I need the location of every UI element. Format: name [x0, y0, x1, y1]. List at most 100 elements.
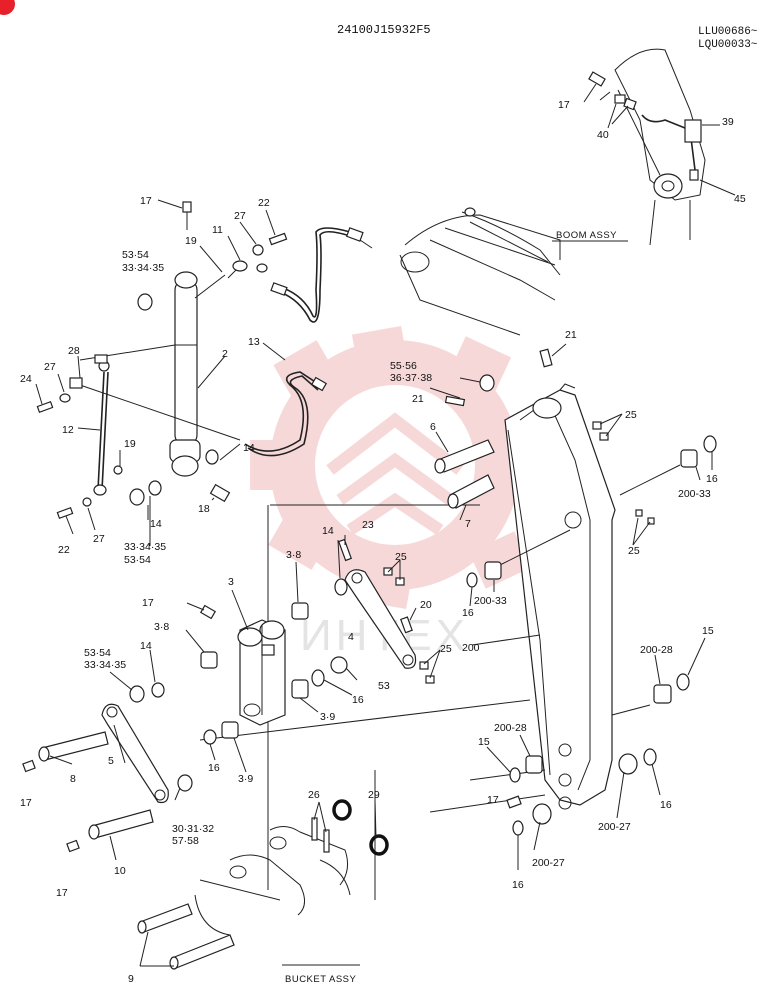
bushing-3-8-b	[200, 651, 218, 669]
callout: 39	[722, 116, 734, 128]
callout: 16	[512, 879, 524, 891]
callout: 30·31·32	[172, 823, 214, 835]
small-parts-11-27-22	[227, 232, 288, 279]
callout: 53·54	[122, 249, 149, 261]
callout: 14	[243, 442, 255, 454]
bushing-3-9-a	[291, 679, 309, 699]
pin-200-27-b	[532, 803, 552, 825]
bushing-200-33-b	[484, 561, 502, 580]
nut-25-d	[647, 517, 655, 525]
callout: 17	[142, 597, 154, 609]
callout: 22	[58, 544, 70, 556]
callout: 14	[150, 518, 162, 530]
o-ring-29	[332, 799, 389, 856]
callout: 3·8	[286, 549, 301, 561]
bushing-200-28-b	[525, 755, 543, 774]
callout: 53·54	[124, 554, 151, 566]
callout: 2	[222, 348, 228, 360]
bolt-21-a	[539, 348, 553, 368]
callout: 16	[352, 694, 364, 706]
callout: 200-28	[640, 644, 673, 656]
callout: 23	[362, 519, 374, 531]
grease-fitting-17-top	[182, 201, 192, 230]
rod-12	[36, 354, 123, 519]
bolt-26-b	[323, 829, 330, 853]
callout: 3·9	[238, 773, 253, 785]
callout: 29	[368, 789, 380, 801]
washer-16-d	[203, 729, 217, 745]
callout: 25	[625, 409, 637, 421]
callout: 3·9	[320, 711, 335, 723]
nut-25-c	[635, 509, 643, 517]
washer-55-56	[479, 374, 495, 392]
pin-10	[66, 809, 154, 853]
nut-25-a	[592, 421, 602, 430]
bushing-200-33-a	[680, 449, 698, 468]
callout: 24	[20, 373, 32, 385]
callout: 25	[395, 551, 407, 563]
pin-200-27-a	[618, 753, 638, 775]
pin-8	[22, 731, 109, 773]
callout: 9	[128, 973, 134, 985]
link-5	[101, 703, 169, 804]
callout: 5	[108, 755, 114, 767]
callout: 21	[565, 329, 577, 341]
callout: 17	[487, 794, 499, 806]
cylinder-2	[79, 271, 241, 477]
callout: 11	[212, 224, 223, 236]
callout: 27	[93, 533, 105, 545]
callout: 200-27	[532, 857, 565, 869]
callout: 45	[734, 193, 746, 205]
callout: 200-27	[598, 821, 631, 833]
washer-16-c	[311, 669, 325, 687]
washer-14-mid	[205, 449, 219, 465]
callout: 22	[258, 197, 270, 209]
bushing-3-8-a	[291, 602, 309, 620]
callout: 200-28	[494, 722, 527, 734]
link-3	[237, 619, 286, 726]
serial-range-2: LQU00033~	[698, 39, 758, 51]
callout: 57·58	[172, 835, 199, 847]
grease-fitting-17-arm	[506, 795, 522, 809]
callout: 13	[248, 336, 260, 348]
callout: 19	[185, 235, 197, 247]
callout: 6	[430, 421, 436, 433]
bolt-26-a	[311, 817, 318, 841]
callout: 33·34·35	[122, 262, 164, 274]
callout: 200-33	[474, 595, 507, 607]
washer-16-b	[466, 572, 478, 588]
callout: 25	[440, 643, 452, 655]
callout: 17	[140, 195, 152, 207]
callout: 40	[597, 129, 609, 141]
fitting-18	[209, 483, 231, 503]
callout: 17	[20, 797, 32, 809]
callout: 16	[462, 607, 474, 619]
arm-200	[504, 383, 616, 810]
callout: 200	[462, 642, 480, 654]
washer-16-e	[643, 748, 657, 766]
boom-assy-outline	[399, 211, 561, 336]
callout: 17	[56, 887, 68, 899]
grease-fitting-17-link3	[199, 604, 217, 620]
callout: 14	[322, 525, 334, 537]
callout: 8	[70, 773, 76, 785]
washer-53-54-lower	[129, 685, 145, 703]
callout: 12	[62, 424, 74, 436]
callout: 21	[412, 393, 424, 405]
bucket-assy-outline	[137, 826, 351, 970]
serial-range-1: LLU00686~	[698, 26, 758, 38]
callout: 16	[208, 762, 220, 774]
callout: 33·34·35	[124, 541, 166, 553]
callout: 4	[348, 631, 354, 643]
callout: 25	[628, 545, 640, 557]
arm-end-inset	[588, 48, 736, 246]
pin-6	[434, 439, 495, 474]
callout-labels: 17 19 53·54 33·34·35 11 27 22 2 13 28 27…	[20, 99, 746, 985]
washer-14-link	[334, 578, 348, 596]
leader-lines	[35, 83, 713, 967]
callout: 15	[702, 625, 714, 637]
callout: 3	[228, 576, 234, 588]
callout: 16	[660, 799, 672, 811]
callout: 17	[558, 99, 570, 111]
